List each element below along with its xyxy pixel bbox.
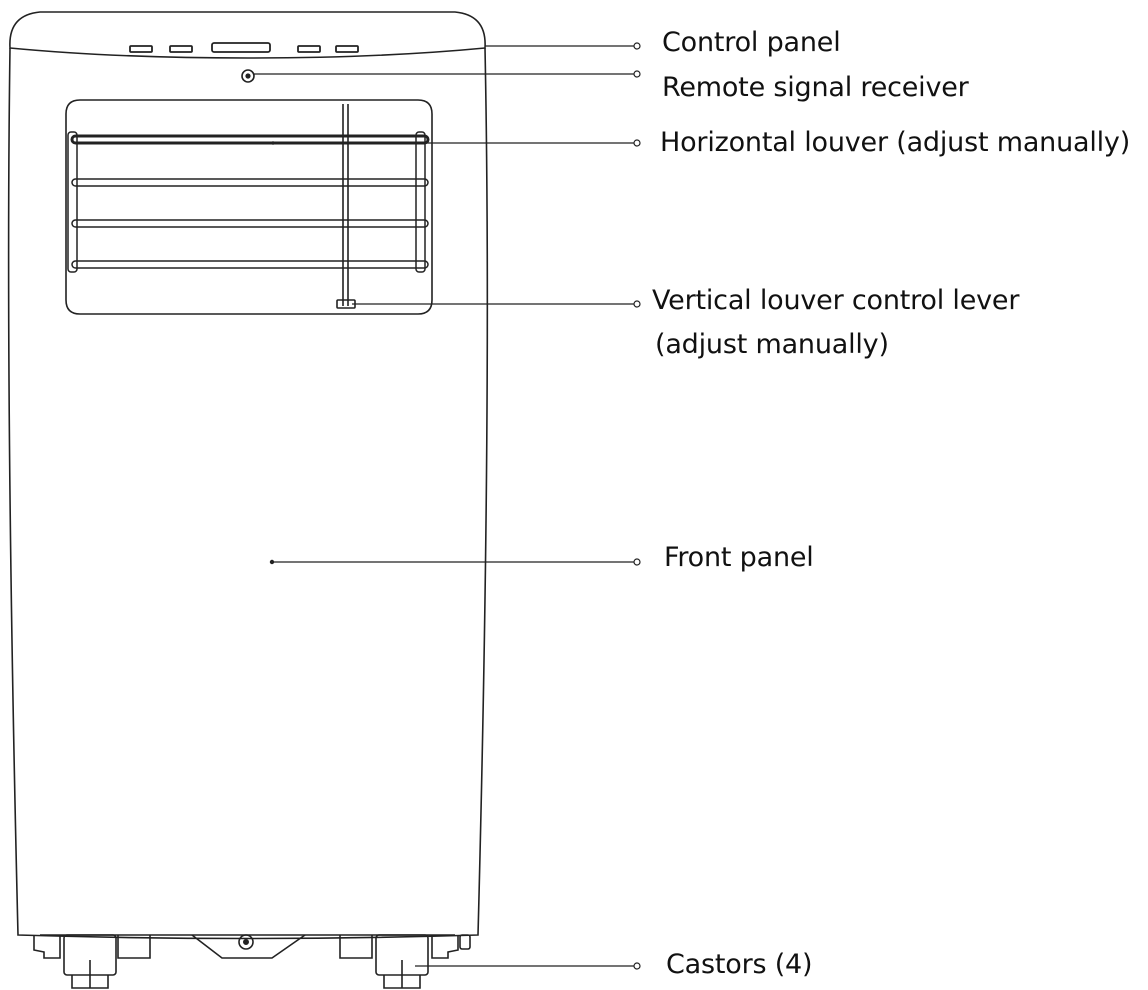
air-outlet-frame <box>65 99 433 315</box>
remote-signal-receiver <box>241 69 255 83</box>
leader-end-markers <box>633 42 641 970</box>
label-castors: Castors (4) <box>666 949 813 980</box>
horizontal-louvers <box>67 131 430 273</box>
castor-left <box>33 934 151 989</box>
control-buttons <box>129 42 359 53</box>
control-panel-cap <box>9 11 486 59</box>
label-vertical-louver-lever-note: (adjust manually) <box>655 329 889 360</box>
leader-start-dots <box>269 141 275 565</box>
front-panel-body <box>7 47 489 940</box>
castor-right <box>339 934 471 989</box>
label-front-panel: Front panel <box>664 542 814 573</box>
label-vertical-louver-lever: Vertical louver control lever <box>652 285 1020 316</box>
label-control-panel: Control panel <box>662 27 841 58</box>
label-remote-signal-receiver: Remote signal receiver <box>662 72 969 103</box>
base-center-bracket <box>191 934 306 959</box>
label-horizontal-louver: Horizontal louver (adjust manually) <box>660 127 1131 158</box>
leader-lines <box>254 45 634 967</box>
drain-plug <box>238 934 254 950</box>
